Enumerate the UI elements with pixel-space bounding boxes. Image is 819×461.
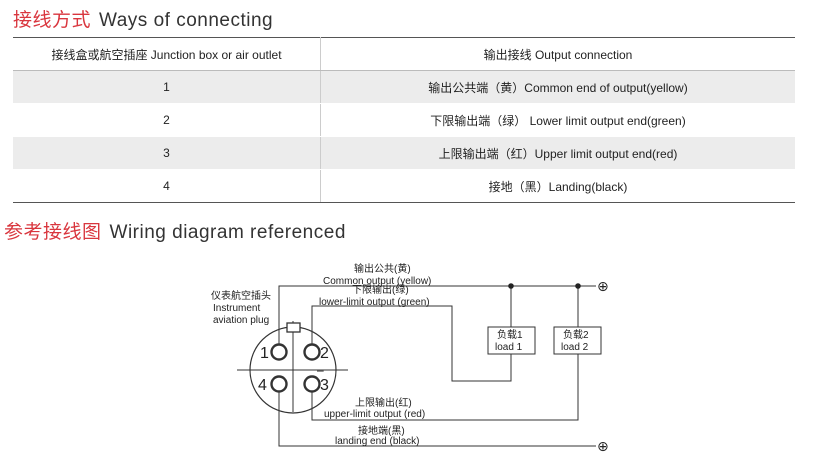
wire-common [278, 285, 596, 344]
load-1-label-zh: 负载1 [497, 328, 523, 341]
pin-4-hole [270, 375, 288, 393]
connection-cell: 下限输出端（绿） Lower limit output end(green) [320, 103, 795, 137]
header-junction-box: 接线盒或航空插座 Junction box or air outlet [13, 37, 321, 71]
wire-ground [278, 392, 596, 447]
section-title-zh: 参考接线图 [4, 222, 102, 243]
load-1-box [487, 326, 536, 355]
pin-cell: 2 [13, 103, 321, 137]
load-2-box [553, 326, 602, 355]
pin-cell: 4 [13, 169, 321, 203]
plug-label-en-2: aviation plug [213, 315, 269, 326]
plug-label-en-1: Instrument [213, 303, 260, 314]
pin-cell: 1 [13, 70, 321, 104]
header-output-connection: 输出接线 Output connection [320, 37, 795, 71]
connection-cell: 输出公共端（黄）Common end of output(yellow) [320, 70, 795, 104]
pin-3-hole [303, 375, 321, 393]
wire-lower-label-en: lower-limit output (green) [319, 297, 430, 308]
section-title-wiring: 参考接线图 Wiring diagram referenced [4, 217, 346, 244]
table-row: 3 上限输出端（红）Upper limit output end(red) [13, 136, 795, 170]
section-title-en: Wiring diagram referenced [109, 222, 346, 243]
plug-key-notch [286, 322, 301, 333]
section-title-en: Ways of connecting [99, 10, 274, 31]
table-row: 1 输出公共端（黄）Common end of output(yellow) [13, 70, 795, 104]
wire-lower-limit [311, 286, 512, 382]
table-row: 2 下限输出端（绿） Lower limit output end(green) [13, 103, 795, 137]
section-title-connecting: 接线方式 Ways of connecting [13, 5, 273, 32]
wire-ground-label-en: landing end (black) [335, 436, 420, 447]
pin-3-label: 3 [320, 377, 329, 394]
pin-2-hole [303, 343, 321, 361]
junction-dot [575, 283, 581, 289]
connection-table: 接线盒或航空插座 Junction box or air outlet 输出接线… [13, 37, 795, 203]
wire-ground-label-zh: 接地端(黑) [358, 424, 405, 437]
wire-lower-label-zh: 下限输出(绿) [352, 283, 409, 296]
section-title-zh: 接线方式 [13, 10, 92, 31]
pin-1-hole [270, 343, 288, 361]
load-2-label-zh: 负载2 [563, 328, 589, 341]
pin-4-label: 4 [258, 377, 267, 394]
pin-2-label: 2 [320, 345, 329, 362]
junction-dot [508, 283, 514, 289]
load-2-label-en: load 2 [561, 342, 589, 353]
table-header-row: 接线盒或航空插座 Junction box or air outlet 输出接线… [13, 37, 795, 71]
terminal-ground-icon: ⊕ [597, 438, 609, 454]
pin-cell: 3 [13, 136, 321, 170]
wire-upper-label-en: upper-limit output (red) [324, 409, 425, 420]
wire-upper-label-zh: 上限输出(红) [355, 396, 412, 409]
connection-cell: 接地（黑）Landing(black) [320, 169, 795, 203]
wire-common-label-en: Common output (yellow) [323, 276, 431, 287]
plug-label-zh: 仪表航空插头 [211, 289, 271, 302]
pin-1-label: 1 [260, 345, 269, 362]
connection-cell: 上限输出端（红）Upper limit output end(red) [320, 136, 795, 170]
table-row: 4 接地（黑）Landing(black) [13, 169, 795, 203]
wire-common-label-zh: 输出公共(黄) [354, 262, 411, 275]
load-1-label-en: load 1 [495, 342, 523, 353]
terminal-positive-icon: ⊕ [597, 278, 609, 294]
pin-minus-mark: – [317, 363, 324, 377]
